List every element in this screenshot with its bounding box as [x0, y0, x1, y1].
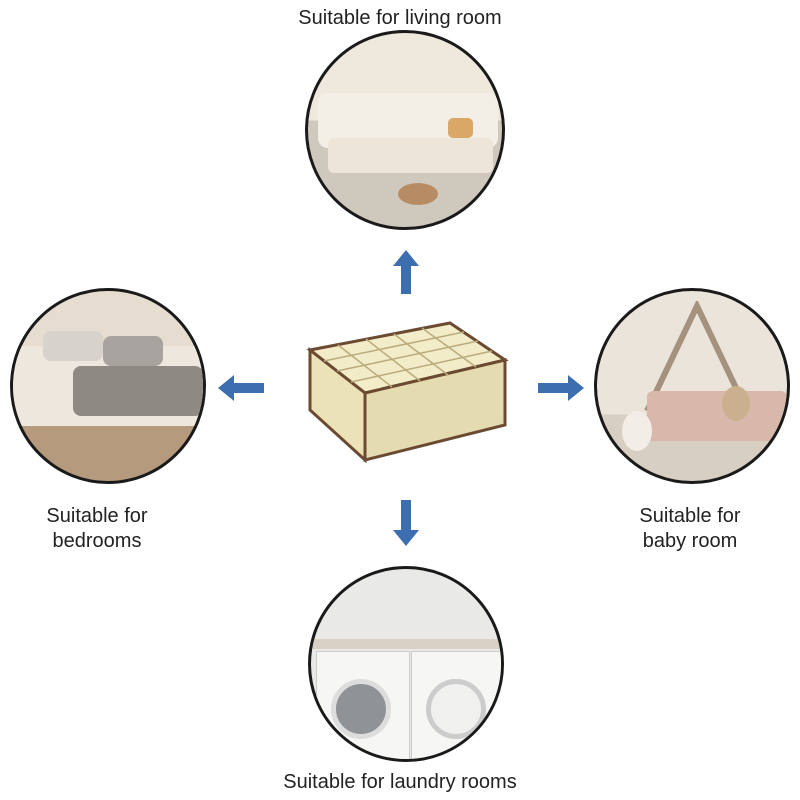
living-room-label: Suitable for living room: [298, 7, 502, 29]
drawer-organizer-image: [306, 321, 509, 464]
baby-room-label: Suitable for baby room: [610, 504, 770, 554]
laundry-room-image: [308, 566, 504, 762]
baby-room-label-line1: Suitable for: [639, 505, 741, 527]
baby-room-label-line2: baby room: [642, 530, 738, 552]
arrow-right-icon: [538, 375, 584, 401]
bedroom-label-line1: Suitable for: [46, 505, 148, 527]
arrow-up-icon: [393, 250, 419, 294]
arrow-down-icon: [393, 500, 419, 546]
bedroom-label-line2: bedrooms: [52, 530, 142, 552]
arrow-left-icon: [218, 375, 264, 401]
laundry-room-label: Suitable for laundry rooms: [283, 771, 517, 793]
bedroom-label: Suitable for bedrooms: [17, 504, 177, 554]
bedroom-image: [10, 288, 206, 484]
baby-room-image: [594, 288, 790, 484]
living-room-image: [305, 30, 505, 230]
